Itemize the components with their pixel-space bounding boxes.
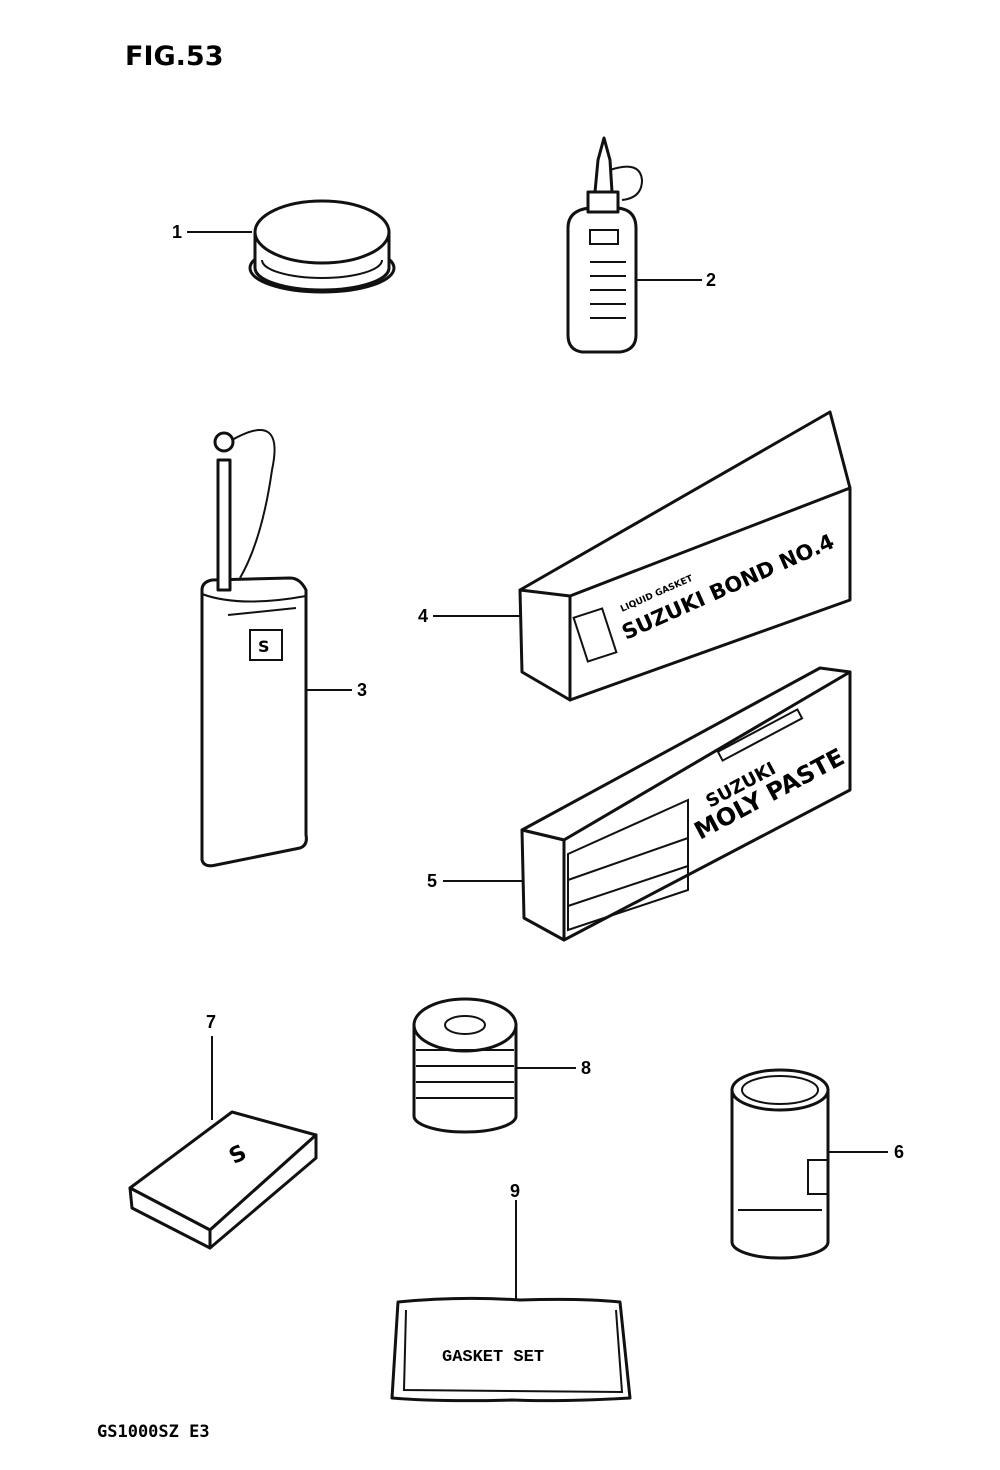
model-code: GS1000SZ E3 — [97, 1422, 210, 1442]
callout-1: 1 — [172, 222, 182, 242]
callout-9: 9 — [510, 1181, 520, 1201]
part-3-oil-can: S — [200, 429, 308, 868]
part-7-block: S — [128, 1110, 318, 1250]
svg-text:S: S — [258, 637, 270, 656]
part-5-moly-paste-box: SUZUKI MOLY PASTE — [520, 666, 852, 942]
part-1-grease-tin — [248, 199, 396, 294]
callout-6: 6 — [894, 1142, 904, 1162]
callout-8: 8 — [581, 1058, 591, 1078]
part-6-can — [730, 1068, 830, 1260]
part-4-suzuki-bond-box: LIQUID GASKET SUZUKI BOND NO.4 — [518, 410, 852, 702]
figure-title: FIG.53 — [125, 41, 223, 72]
gasket-set-label: GASKET SET — [442, 1348, 544, 1367]
part-8-small-tin — [412, 997, 518, 1134]
callout-2: 2 — [706, 270, 716, 290]
part-9-gasket-set: GASKET SET — [390, 1296, 632, 1403]
part-2-oil-bottle — [566, 136, 644, 354]
leader-lines — [187, 231, 888, 1300]
callout-4: 4 — [418, 606, 428, 626]
callout-3: 3 — [357, 680, 367, 700]
callout-7: 7 — [206, 1012, 216, 1032]
callout-5: 5 — [427, 871, 437, 891]
